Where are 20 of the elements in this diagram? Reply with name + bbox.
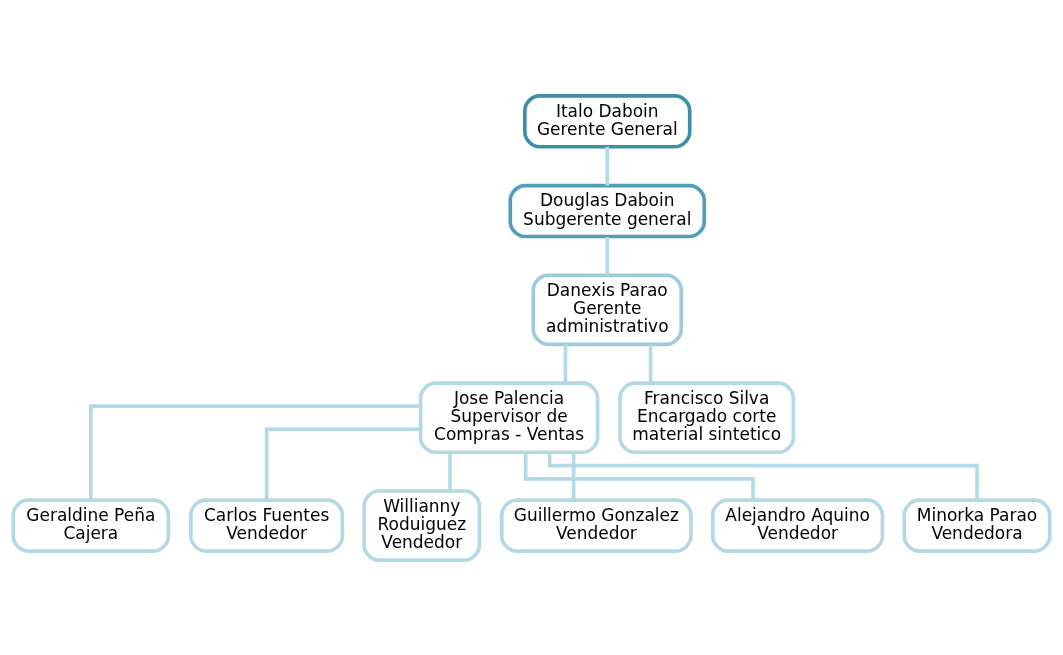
node-box: Carlos Fuentes Vendedor	[189, 497, 345, 553]
node-box: Italo Daboin Gerente General	[523, 93, 692, 149]
node-box: Francisco Silva Encargado corte material sintetico	[618, 380, 796, 454]
connector	[571, 451, 576, 500]
node-box: Alejandro Aquino Vendedor	[710, 497, 885, 553]
connector	[605, 146, 610, 185]
connector	[89, 403, 421, 500]
connector	[648, 344, 653, 383]
node-box: Geraldine Peña Cajera	[11, 497, 171, 553]
node-box: Douglas Daboin Subgerente general	[508, 183, 707, 238]
node-box: Guillermo Gonzalez Vendedor	[500, 497, 693, 553]
connector	[547, 452, 979, 500]
node-box: Willianny Roduiguez Vendedor	[362, 488, 482, 562]
connector	[605, 236, 610, 275]
connector	[448, 451, 452, 491]
node-box: Minorka Parao Vendedora	[902, 497, 1052, 553]
node-box: Danexis Parao Gerente administrativo	[531, 272, 684, 346]
connector	[264, 426, 421, 500]
node-box: Jose Palencia Supervisor de Compras - Ventas	[418, 380, 600, 454]
connector	[563, 344, 568, 383]
